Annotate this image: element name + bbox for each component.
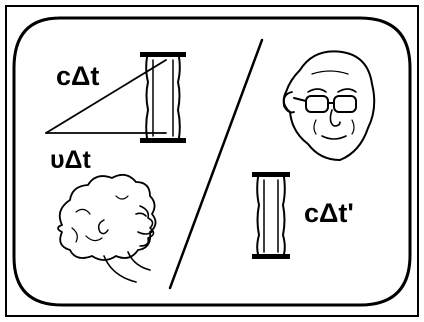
clock-right-rod [283,177,285,254]
clock-left-rod [257,177,259,254]
divider-slash [170,40,262,288]
einstein-hair [58,175,156,260]
clock-right-rod [178,57,180,138]
bald-ear [284,92,294,112]
einstein-collar [104,252,150,282]
einstein-ear [99,220,108,234]
bald-man-sketch-icon [284,51,375,160]
einstein-sketch-icon [58,175,156,282]
bald-mouth [322,136,346,139]
label-c-delta-t-prime: cΔt' [304,198,354,228]
light-clock-moving [140,52,186,143]
clock-left-rod [146,57,148,138]
light-clock-rest [252,172,290,259]
bald-brow [308,89,356,92]
glasses-left-lens [306,96,328,112]
label-v-delta-t: υΔt [50,146,92,174]
einstein-mustache [138,232,152,234]
einstein-profile [140,206,154,246]
label-c-delta-t: cΔt [56,61,99,91]
glasses-temple [294,98,306,101]
einstein-eye [136,213,146,216]
glasses-right-lens [334,96,356,112]
einstein-hair-texture [72,196,128,242]
